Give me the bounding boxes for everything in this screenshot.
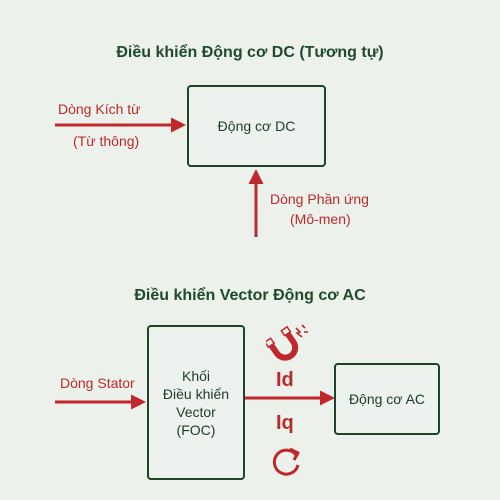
magnet-icon xyxy=(266,324,308,361)
rotation-icon xyxy=(272,447,300,476)
foc-block-box: Khối Điều khiển Vector (FOC) xyxy=(147,325,245,480)
dc-motor-box: Động cơ DC xyxy=(187,85,326,167)
foc-line-2: Điều khiển xyxy=(162,385,230,402)
foc-line-3: Vector xyxy=(176,403,216,420)
iq-label: Iq xyxy=(276,412,294,434)
dc-section-title: Điều khiển Động cơ DC (Tương tự) xyxy=(116,44,384,61)
ac-motor-box: Động cơ AC xyxy=(334,363,440,435)
stator-current-label: Dòng Stator xyxy=(60,375,135,391)
foc-line-1: Khối xyxy=(181,367,211,384)
armature-current-label: Dòng Phần ứng xyxy=(270,191,369,207)
field-current-label: Dòng Kích từ xyxy=(58,101,141,117)
armature-current-sub: (Mô-men) xyxy=(290,211,351,227)
foc-line-4: (FOC) xyxy=(176,421,216,438)
id-label: Id xyxy=(276,369,294,391)
dc-motor-label: Động cơ DC xyxy=(217,118,296,134)
ac-motor-label: Động cơ AC xyxy=(348,391,426,407)
field-current-sub: (Từ thông) xyxy=(73,133,140,149)
ac-section-title: Điều khiển Vector Động cơ AC xyxy=(134,287,366,304)
